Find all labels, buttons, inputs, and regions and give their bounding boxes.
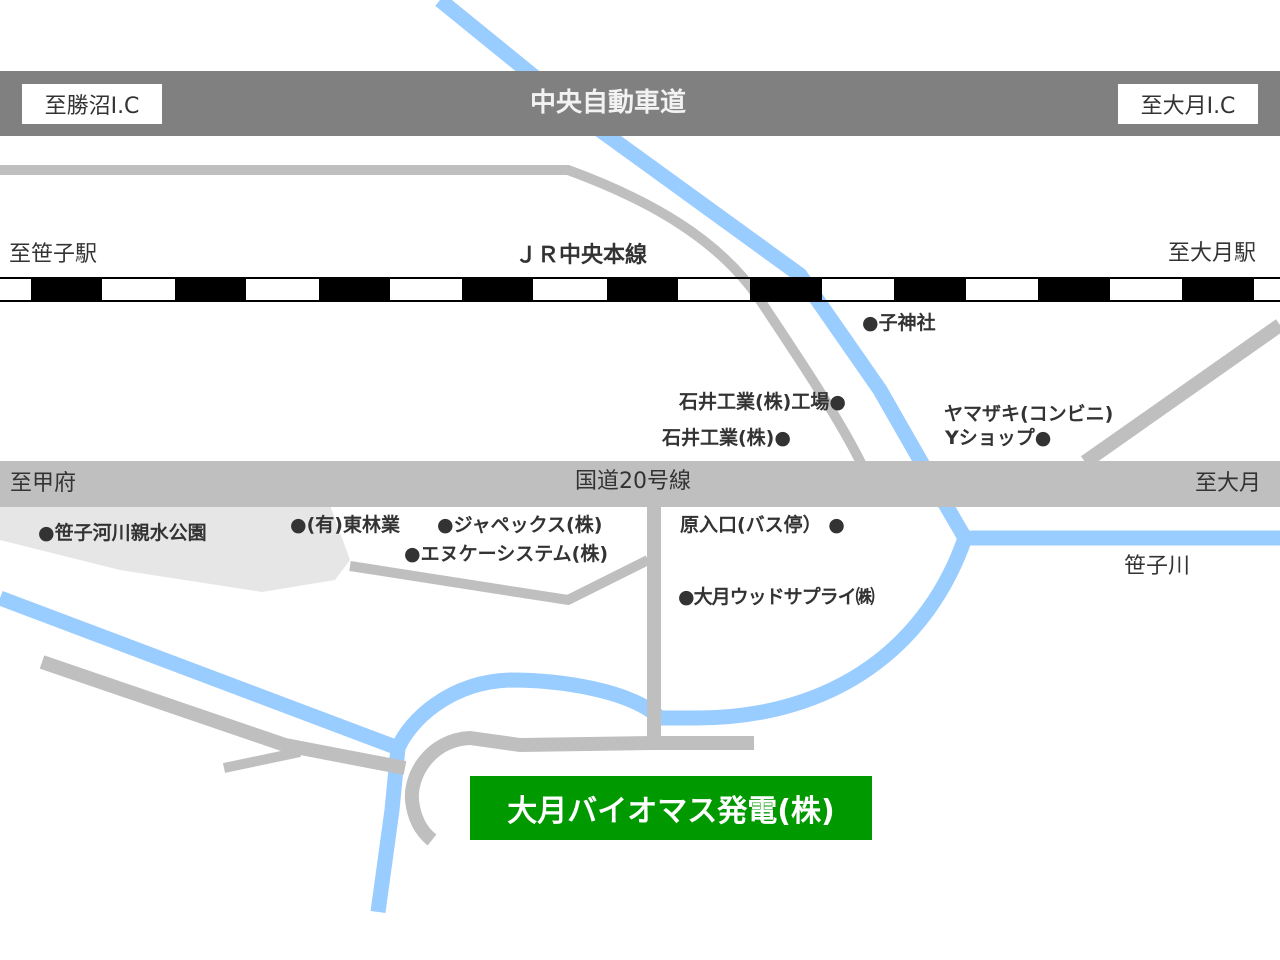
river-loop [391,535,973,752]
railway-name: ＪＲ中央本線 [515,243,648,268]
landmark-higashi-ringyo: ●(有)東林業 [290,514,400,536]
landmark-wood-supply: ●大月ウッドサプライ㈱ [678,586,875,608]
destination-biomass-plant: 大月バイオマス発電(株) [470,776,872,840]
river-left [0,590,401,756]
landmark-park: ●笹子河川親水公園 [38,522,207,544]
national-road-right-direction: 至大月 [1195,471,1262,496]
national-road-name: 国道20号線 [575,469,691,494]
road-southwest-spur [222,747,302,773]
expressway-right-exit: 至大月I.C [1118,84,1258,124]
landmark-bus-stop: 原入口(バス停） ● [680,514,845,536]
landmark-enuke: ●エヌケーシステム(株) [404,543,608,565]
park-area [0,505,350,592]
expressway-left-exit: 至勝沼I.C [22,84,162,124]
river-label: 笹子川 [1124,554,1191,579]
landmark-ishii-factory: 石井工業(株)工場● [679,391,846,413]
railway-left-direction: 至笹子駅 [9,242,98,267]
expressway-band [0,71,1280,136]
landmark-yamazaki: ヤマザキ(コンビニ) [944,403,1114,425]
road-access [404,730,754,846]
road-northeast [1080,319,1280,468]
road-southwest [39,655,407,775]
railway-track [0,277,1280,302]
landmark-ishii: 石井工業(株)● [662,427,791,449]
expressway-name: 中央自動車道 [530,88,687,118]
landmark-nejinja: ●子神社 [862,312,936,334]
national-road-band [0,461,1280,507]
railway-right-direction: 至大月駅 [1168,241,1257,266]
road-west-spur [349,555,651,606]
national-road-left-direction: 至甲府 [10,471,77,496]
landmark-yshop: Yショップ● [945,427,1052,449]
landmark-japex: ●ジャペックス(株) [437,514,603,536]
local-road-north [0,165,867,468]
